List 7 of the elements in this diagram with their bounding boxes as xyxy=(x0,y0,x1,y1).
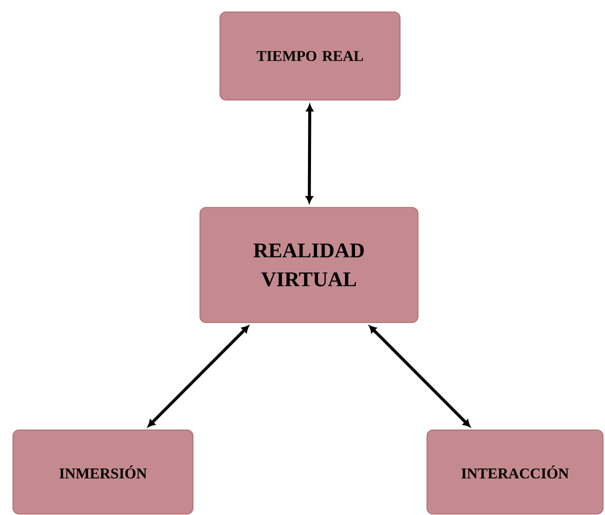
process-box: TIEMPO REAL xyxy=(220,12,400,100)
arrow xyxy=(148,326,249,427)
arrow xyxy=(306,104,314,204)
process-box: REALIDAD VIRTUAL xyxy=(200,207,418,323)
arrow xyxy=(369,326,470,427)
process-box: INTERACCIÓN xyxy=(426,430,604,514)
process-box: INMERSIÓN xyxy=(12,430,194,514)
